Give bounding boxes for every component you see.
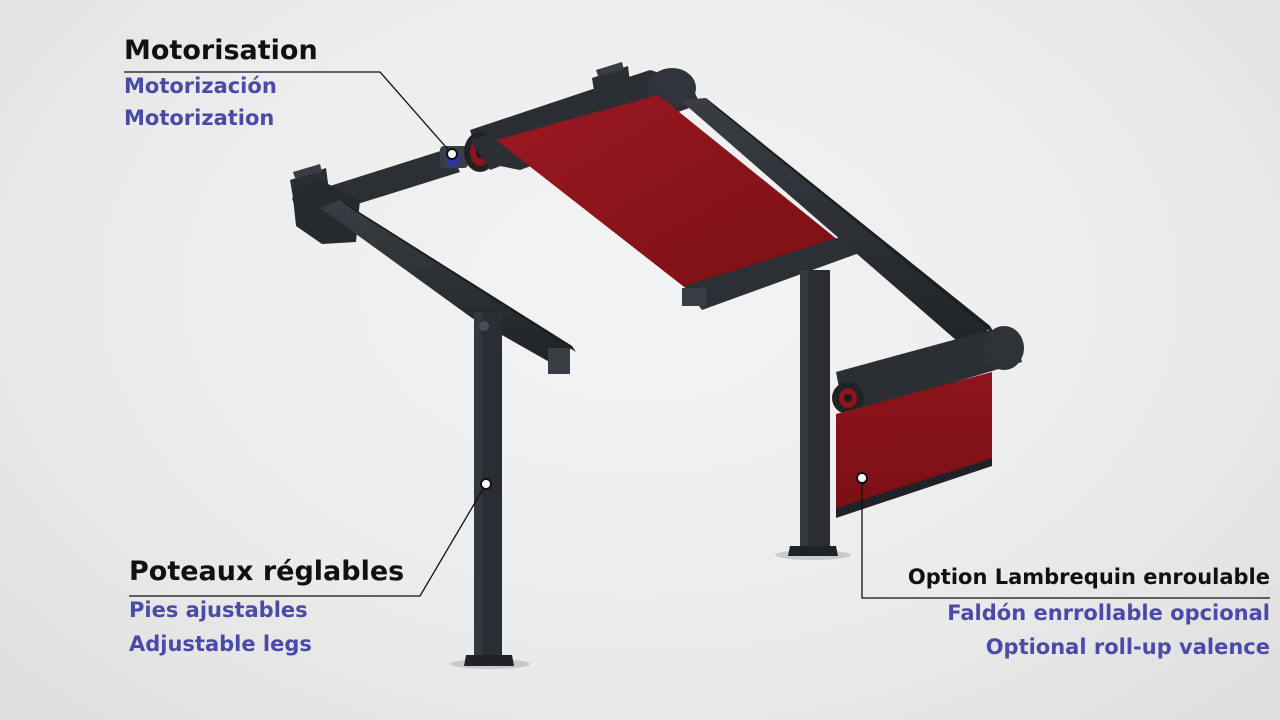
left-leg — [464, 312, 514, 666]
valence-spanish: Faldón enrrollable opcional — [947, 601, 1270, 625]
valence-english: Optional roll-up valence — [985, 635, 1270, 659]
motorisation-english: Motorization — [124, 106, 275, 130]
main-canopy — [496, 95, 838, 290]
marker-motorisation — [446, 148, 458, 160]
motorisation-spanish: Motorización — [124, 74, 277, 98]
valence-title: Option Lambrequin enroulable — [907, 565, 1270, 589]
ground-shadows — [450, 550, 851, 669]
legs-english: Adjustable legs — [129, 632, 312, 656]
leader-legs — [129, 483, 487, 597]
motorisation-title: Motorisation — [124, 35, 318, 66]
front-beam — [832, 326, 1024, 414]
right-rail — [680, 98, 996, 354]
right-leg — [788, 270, 838, 556]
marker-valence — [856, 472, 868, 484]
legs-spanish: Pies ajustables — [129, 598, 308, 622]
leader-valence — [861, 478, 1270, 599]
roll-up-valence — [836, 372, 992, 518]
left-arm — [320, 200, 576, 374]
canopy-front-bar — [682, 234, 862, 310]
legs-title: Poteaux réglables — [129, 556, 405, 587]
marker-legs — [480, 478, 492, 490]
leader-motorisation — [124, 71, 453, 155]
